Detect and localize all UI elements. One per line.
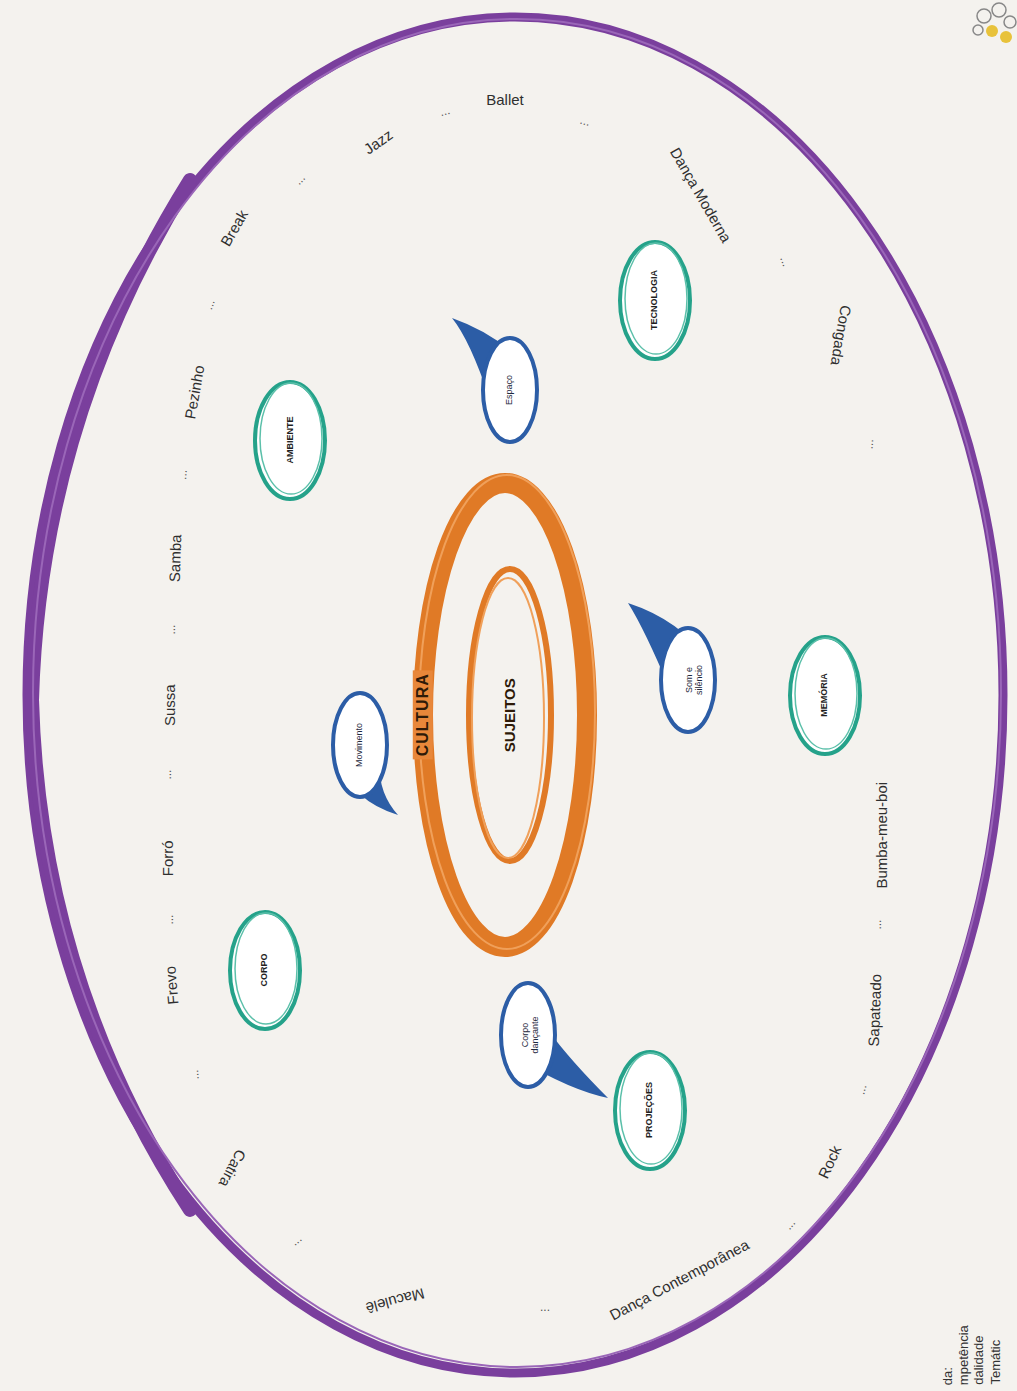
theme-ellipse: PROJEÇÕES	[611, 1048, 689, 1173]
ellipsis: ...	[578, 114, 591, 129]
element-bubble: Som e silêncio	[658, 625, 718, 735]
logo-circle	[1004, 16, 1016, 28]
node-label: Som e silêncio	[685, 658, 705, 702]
ellipsis: ...	[163, 915, 176, 925]
dance-style: Frevo	[162, 965, 182, 1005]
dance-style: Samba	[167, 534, 185, 582]
element-bubble: Espaço	[480, 335, 540, 445]
green-ellipse-sketch	[235, 913, 297, 1024]
node-label: Corpo dançante	[522, 1013, 542, 1057]
subjects-ring: SUJEITOS	[465, 565, 555, 865]
theme-ellipse: AMBIENTE	[251, 378, 329, 503]
element-bubble: Corpo dançante	[498, 980, 558, 1090]
green-ellipse	[790, 637, 860, 754]
inner-ring	[469, 569, 551, 861]
ellipsis: ...	[782, 1217, 799, 1233]
node-label: Movimento	[355, 723, 365, 767]
green-ellipse-sketch	[620, 1053, 682, 1164]
green-ellipse	[230, 912, 300, 1029]
cut-note: mpetência	[957, 1325, 971, 1385]
node-label: PROJEÇÕES	[645, 1082, 655, 1138]
dance-style: Sussa	[162, 684, 179, 726]
ellipsis: ...	[777, 255, 793, 269]
dance-style: Dança Contemporânea	[608, 1236, 753, 1323]
dance-style: Bumba-meu-boi	[874, 782, 891, 889]
node-label: CULTURA	[413, 670, 433, 759]
ellipsis: ...	[202, 298, 218, 312]
ellipsis: ...	[540, 1301, 550, 1314]
logo-circle	[992, 3, 1006, 17]
ring-band	[423, 483, 587, 947]
dance-style: Catira	[215, 1146, 248, 1189]
ellipsis: ...	[292, 172, 308, 188]
outer-ellipse	[27, 17, 1003, 1373]
cut-note: da:	[941, 1367, 955, 1385]
logo-circle	[986, 25, 998, 37]
dance-style: Ballet	[486, 92, 524, 109]
green-ellipse	[620, 242, 690, 359]
theme-ellipse: CORPO	[226, 908, 304, 1033]
dance-style: Jazz	[361, 126, 396, 157]
blue-bubble	[333, 693, 387, 797]
outer-ellipse-sketch	[33, 19, 1001, 1367]
ellipsis: ...	[176, 469, 190, 480]
ring-sketch	[419, 475, 595, 949]
dance-style: Rock	[815, 1143, 844, 1181]
dance-style: Sapateado	[865, 973, 884, 1046]
dance-style: Congada	[827, 304, 854, 367]
logo-circle	[973, 25, 983, 35]
dance-style: Dança Moderna	[666, 145, 734, 246]
blue-bubble	[483, 338, 537, 442]
element-bubble: Movimento	[330, 690, 390, 800]
logo	[973, 3, 1016, 43]
logo-circle	[977, 9, 991, 23]
ellipsis: ...	[868, 439, 882, 450]
dance-style: Forró	[160, 840, 177, 876]
green-ellipse-sketch	[625, 243, 687, 354]
inner-ring-sketch	[472, 578, 544, 858]
ellipsis: ...	[161, 770, 174, 780]
logo-circle	[1000, 31, 1012, 43]
dance-style: Break	[218, 207, 252, 249]
node-label: MEMÓRIA	[820, 673, 830, 717]
dance-style: Maculelê	[364, 1284, 426, 1315]
cut-note: Temátic	[989, 1340, 1003, 1385]
ellipsis: ...	[165, 625, 178, 635]
node-label: Espaço	[505, 375, 515, 405]
node-label: AMBIENTE	[285, 416, 295, 463]
dance-style: Pezinho	[182, 364, 208, 420]
green-ellipse	[615, 1052, 685, 1169]
outer-ellipse-brush	[32, 180, 190, 1210]
node-label: SUJEITOS	[502, 678, 519, 752]
blue-bubble	[501, 983, 555, 1087]
green-ellipse	[255, 382, 325, 499]
theme-ellipse: MEMÓRIA	[786, 633, 864, 758]
green-ellipse-sketch	[795, 638, 857, 749]
blue-bubble	[661, 628, 715, 732]
cut-note: dalidade	[973, 1336, 987, 1385]
green-ellipse-sketch	[260, 383, 322, 494]
ellipsis: ...	[292, 1237, 308, 1254]
ellipsis: ...	[871, 920, 884, 930]
node-label: CORPO	[260, 953, 270, 986]
ellipsis: ...	[438, 104, 451, 119]
theme-ellipse: TECNOLOGIA	[616, 238, 694, 363]
culture-ring: CULTURA SUJEITOS	[405, 475, 605, 955]
ellipsis: ...	[188, 1069, 202, 1080]
ellipsis: ...	[854, 1083, 869, 1096]
node-label: TECNOLOGIA	[650, 270, 660, 330]
